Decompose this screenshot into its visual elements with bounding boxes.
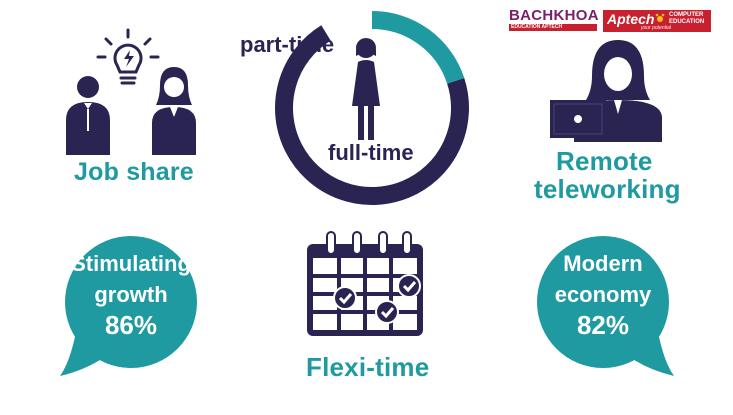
bachkhoa-wordmark: BACHKHOA: [509, 7, 599, 24]
check-circle-icon: [375, 300, 399, 324]
bubble-left-line2: growth: [94, 282, 168, 307]
woman-icon: [344, 36, 388, 144]
speech-bubble-right: [528, 232, 678, 382]
job-share-label: Job share: [74, 158, 194, 186]
lightbulb-people-icon: [66, 28, 196, 155]
bachkhoa-logo: BACHKHOA EDUCATION APTECH: [509, 8, 601, 34]
remote-label-line1: Remote: [556, 146, 653, 176]
bubble-right-value: 82%: [576, 310, 630, 340]
work-ring-chart: [272, 8, 472, 208]
bubble-right-line2: economy: [554, 282, 652, 307]
job-share-illustration: [60, 25, 200, 155]
calendar-icon: [305, 230, 429, 340]
remote-worker-illustration: [548, 36, 668, 142]
bubble-left-line1: Stimulating: [71, 251, 191, 276]
speech-bubble-left: [56, 232, 206, 382]
aptech-sub2: EDUCATION: [669, 19, 705, 25]
flexi-time-label: Flexi-time: [306, 352, 430, 382]
paw-icon: [655, 13, 665, 23]
aptech-wordmark: Aptech: [607, 11, 655, 27]
bubble-left-value: 86%: [104, 310, 158, 340]
aptech-tagline: your potential: [641, 25, 672, 31]
remote-label-line2: teleworking: [534, 174, 681, 204]
check-circle-icon: [397, 274, 421, 298]
part-time-label: part-time: [240, 32, 335, 57]
part-time-arc: [371, 11, 465, 84]
check-circle-icon: [333, 286, 357, 310]
bachkhoa-subtitle: EDUCATION APTECH: [509, 24, 597, 31]
bubble-left-text: Stimulating growth 86%: [56, 248, 206, 341]
aptech-logo: Aptech COMPUTER EDUCATION your potential: [603, 10, 711, 32]
full-time-label: full-time: [328, 140, 414, 165]
bubble-right-line1: Modern: [563, 251, 643, 276]
bubble-right-text: Modern economy 82%: [528, 248, 678, 341]
brand-logo: BACHKHOA EDUCATION APTECH Aptech COMPUTE…: [509, 8, 711, 34]
aptech-sub1: COMPUTER: [669, 12, 704, 18]
full-time-arc: [275, 25, 469, 205]
